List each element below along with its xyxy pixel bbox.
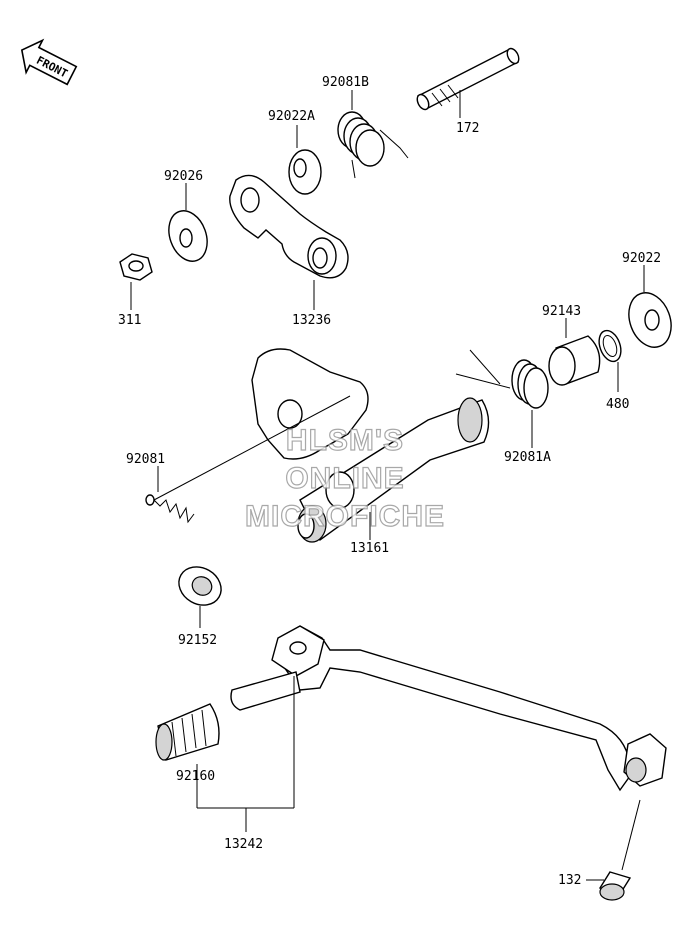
pedal-rubber-icon	[155, 703, 220, 761]
part-label[interactable]: 480	[606, 397, 629, 412]
part-label[interactable]: 92143	[542, 304, 581, 319]
watermark-line-2: ONLINE	[285, 462, 404, 495]
front-arrow-icon: FRONT	[20, 38, 78, 86]
part-label[interactable]: 92081	[126, 452, 165, 467]
lever-icon	[229, 174, 349, 279]
part-label[interactable]: 92026	[164, 169, 203, 184]
nut-icon	[119, 253, 153, 281]
part-label[interactable]: 92081A	[504, 450, 551, 465]
shift-shaft-icon	[251, 348, 490, 543]
circlip-icon	[598, 329, 622, 363]
part-label[interactable]: 13161	[350, 541, 389, 556]
part-label[interactable]: 172	[456, 121, 479, 136]
part-label[interactable]: 92022	[622, 251, 661, 266]
torsion-spring-icon	[455, 349, 549, 409]
torsion-spring-icon	[337, 111, 409, 179]
spring-icon	[145, 494, 195, 524]
part-label[interactable]: 13236	[292, 313, 331, 328]
watermark-line-1: HLSM'S	[286, 424, 404, 457]
washer-icon	[168, 210, 208, 262]
collar-icon	[548, 335, 601, 386]
watermark: HLSM'S ONLINE MICROFICHE	[244, 423, 445, 533]
part-label[interactable]: 132	[558, 873, 581, 888]
part-label[interactable]: 92081B	[322, 75, 369, 90]
part-label[interactable]: 92160	[176, 769, 215, 784]
bolt-icon	[598, 799, 641, 901]
part-label[interactable]: 92022A	[268, 109, 315, 124]
watermark-line-3: MICROFICHE	[245, 500, 445, 533]
washer-icon	[628, 292, 672, 348]
seal-icon	[178, 566, 222, 606]
shift-pedal-icon	[230, 625, 667, 792]
part-label[interactable]: 13242	[224, 837, 263, 852]
part-label[interactable]: 311	[118, 313, 141, 328]
pin-icon	[416, 47, 520, 111]
part-label[interactable]: 92152	[178, 633, 217, 648]
washer-icon	[288, 149, 322, 195]
